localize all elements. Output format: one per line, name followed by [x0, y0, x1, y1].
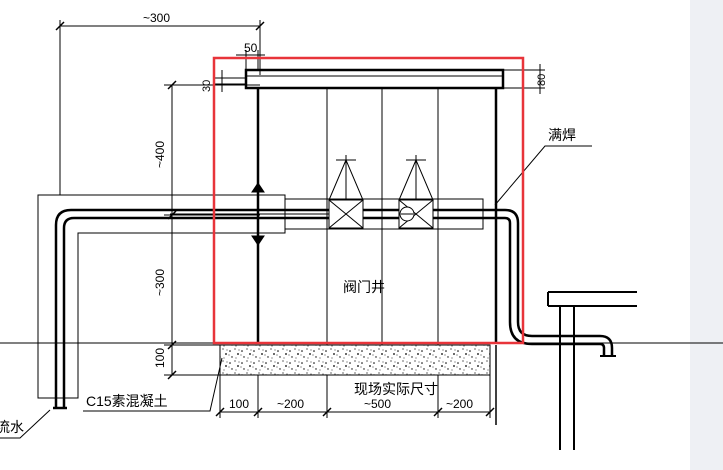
- side-stripe: [690, 0, 723, 470]
- wall-mark-top: [251, 182, 265, 193]
- dim-v400: ~400: [153, 141, 167, 168]
- dim-50: 50: [244, 41, 258, 55]
- main-pipe: [54, 208, 614, 408]
- wall-mark-bottom: [251, 235, 265, 246]
- dim-b200a: ~200: [277, 397, 304, 411]
- left-casing: [37, 194, 286, 399]
- full-weld-label: 满焊: [548, 127, 576, 143]
- drain-label: 流水: [0, 419, 24, 435]
- bottom-dim-chain: [215, 375, 495, 418]
- left-dim-chain: [164, 80, 260, 380]
- weld-leader: [494, 145, 592, 206]
- valve-well: [244, 68, 505, 375]
- gate-valve-1: [328, 155, 364, 229]
- highlight-box: [212, 56, 525, 345]
- drain-leader: [0, 409, 51, 439]
- dim-v100: 100: [153, 348, 167, 368]
- concrete-leader: [83, 357, 223, 412]
- dim-b500: ~500: [364, 397, 391, 411]
- gate-valve-2: [398, 155, 434, 229]
- pipe-sleeve: [284, 198, 484, 230]
- dim-top-300: ~300: [143, 11, 170, 25]
- well-cover: [244, 68, 505, 90]
- right-structure: [547, 291, 637, 450]
- concrete-label: C15素混凝土: [86, 393, 168, 409]
- dim-80: 80: [536, 74, 548, 86]
- site-dimension-label: 现场实际尺寸: [354, 381, 438, 397]
- concrete-base: [219, 344, 491, 376]
- dim-b100: 100: [229, 397, 249, 411]
- top-dimension: [55, 20, 265, 195]
- dim-30: 30: [201, 80, 213, 92]
- dim-b200b: ~200: [446, 397, 473, 411]
- dim-v300: ~300: [153, 269, 167, 296]
- valve-well-label: 阀门井: [343, 279, 385, 295]
